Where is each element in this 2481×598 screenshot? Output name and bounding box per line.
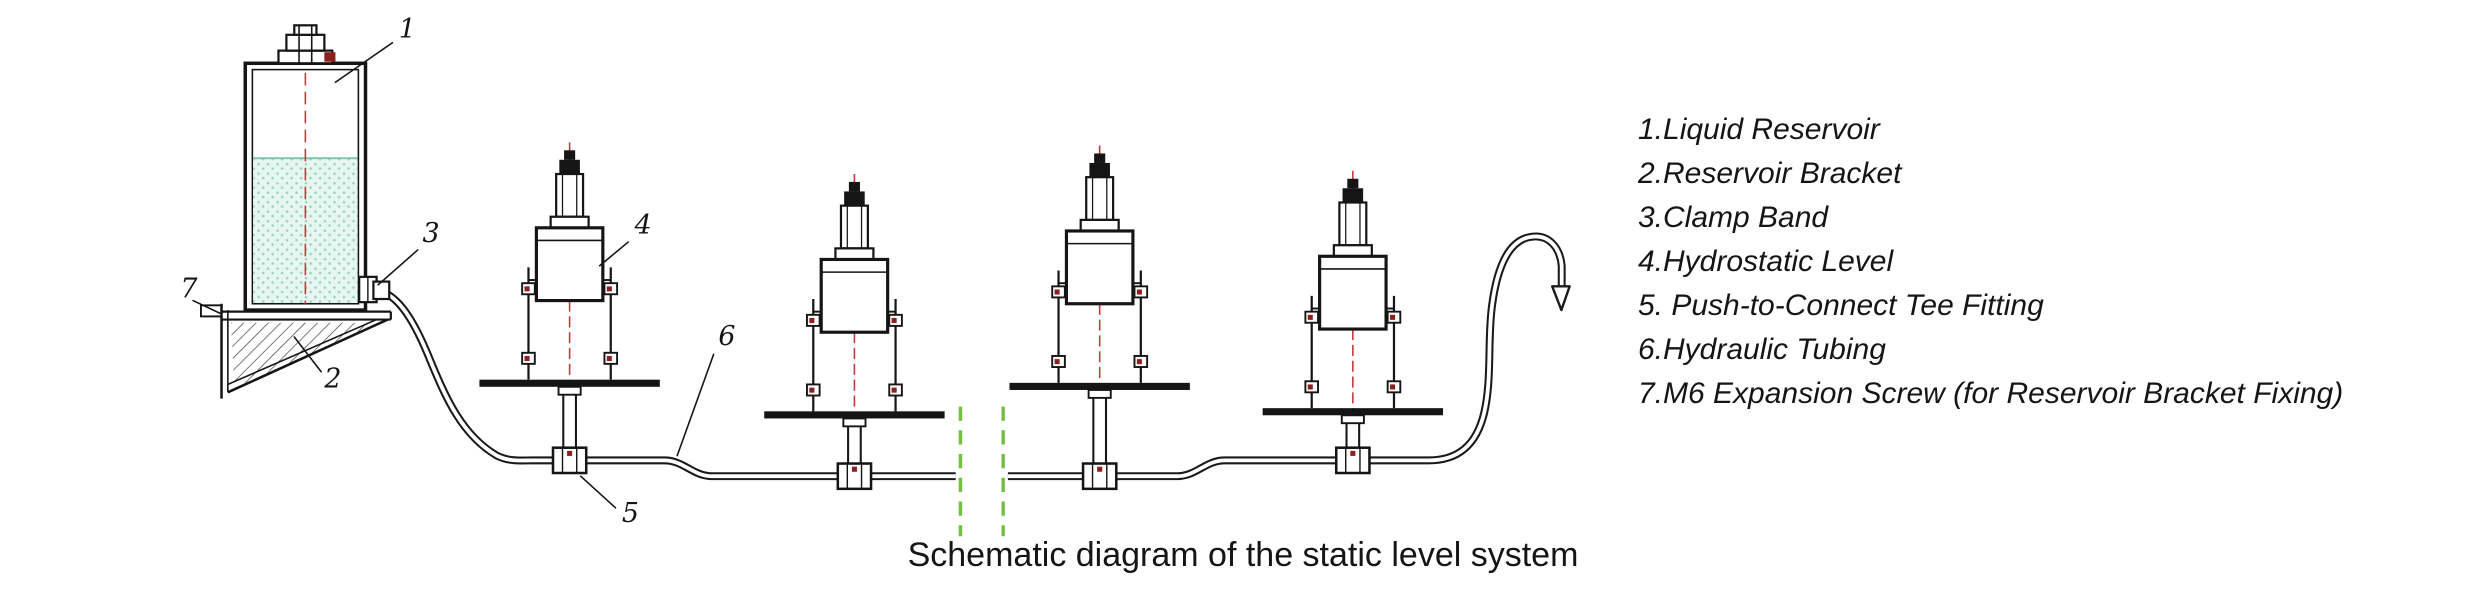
hydrostatic-level-3 <box>1007 143 1192 396</box>
hydrostatic-level-1 <box>477 140 662 393</box>
callout-7-label: 7 <box>180 273 198 304</box>
legend-item-5: 5. Push-to-Connect Tee Fitting <box>1638 289 2044 322</box>
m6-expansion-screw <box>199 304 223 318</box>
tee-fitting-2 <box>836 417 873 491</box>
callout-1-label: 1 <box>399 14 416 45</box>
callout-3-label: 3 <box>422 218 439 249</box>
legend-item-6: 6.Hydraulic Tubing <box>1638 333 1886 366</box>
liquid-reservoir <box>243 24 368 312</box>
callout-4-leader <box>598 241 629 267</box>
tee-fitting-4 <box>1334 414 1371 475</box>
callout-1-leader <box>334 41 394 84</box>
callout-2-leader <box>293 336 322 373</box>
hydraulic-tubing <box>378 232 1571 481</box>
callout-4-label: 4 <box>633 210 651 241</box>
callout-6-label: 6 <box>718 321 735 352</box>
callout-7-leader <box>192 299 221 315</box>
callout-5-label: 5 <box>622 498 639 529</box>
diagram-caption: Schematic diagram of the static level sy… <box>907 536 1579 574</box>
callout-6-leader <box>676 353 715 457</box>
legend: 1.Liquid Reservoir 2.Reservoir Bracket 3… <box>1638 108 2343 416</box>
callouts: 1 2 3 4 5 6 7 <box>180 14 735 529</box>
legend-item-3: 3.Clamp Band <box>1638 201 1829 234</box>
outlet-gooseneck-tip <box>1551 285 1571 312</box>
reservoir-cap-red-mark <box>324 52 336 62</box>
break-marks <box>958 406 1005 537</box>
reservoir-bracket <box>199 303 392 399</box>
callout-2-label: 2 <box>323 364 341 395</box>
legend-item-4: 4.Hydrostatic Level <box>1638 245 1894 278</box>
hydrostatic-level-2 <box>762 172 947 424</box>
legend-item-7: 7.M6 Expansion Screw (for Reservoir Brac… <box>1638 377 2344 410</box>
legend-item-1: 1.Liquid Reservoir <box>1638 113 1880 146</box>
tee-fitting-3 <box>1081 389 1118 491</box>
callout-5-leader <box>579 475 617 509</box>
clamp-band <box>358 275 391 304</box>
tee-fitting-1 <box>551 385 588 475</box>
hydrostatic-level-4 <box>1261 169 1445 421</box>
legend-item-2: 2.Reservoir Bracket <box>1638 157 1902 190</box>
callout-3-leader <box>377 249 419 286</box>
